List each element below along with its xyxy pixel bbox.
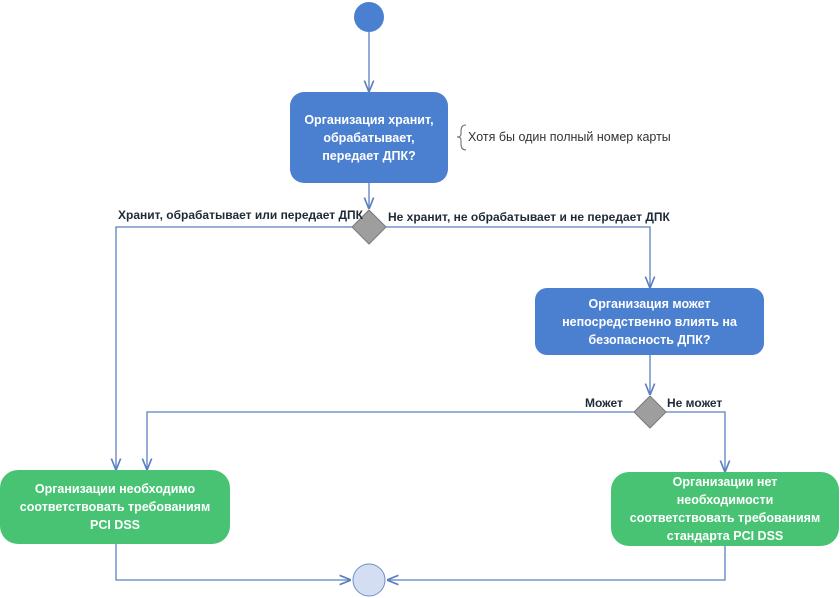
action-question-stores-label: Организация хранит, обрабатывает, переда… <box>304 112 434 163</box>
start-node <box>354 2 384 32</box>
edge-label-stores-yes: Хранит, обрабатывает или передает ДПК <box>118 208 364 222</box>
action-question-influence: Организация может непосредственно влиять… <box>535 288 764 355</box>
result-required-label: Организации необходимо соответствовать т… <box>19 482 211 532</box>
end-node <box>352 563 386 597</box>
edge-label-stores-no: Не хранит, не обрабатывает и не передает… <box>388 210 670 224</box>
edge-label-can: Может <box>585 396 623 410</box>
decision-stores <box>351 209 387 245</box>
result-not-required-label: Организации нет необходимости соответств… <box>629 475 821 543</box>
action-question-influence-label: Организация может непосредственно влиять… <box>562 296 737 347</box>
edge-decision1-no <box>386 226 650 287</box>
edge-decision2-cannot <box>666 411 725 471</box>
edge-result-right-to-end <box>388 545 726 580</box>
note-brace <box>456 124 467 151</box>
edge-label-cannot: Не может <box>667 396 723 410</box>
result-required: Организации необходимо соответствовать т… <box>0 470 230 544</box>
edge-decision2-can <box>147 411 634 469</box>
decision-influence <box>633 395 667 429</box>
action-question-stores: Организация хранит, обрабатывает, переда… <box>290 92 448 183</box>
note-card-number: Хотя бы один полный номер карты <box>468 130 671 144</box>
edge-decision1-yes <box>116 226 352 469</box>
edge-result-left-to-end <box>115 543 350 580</box>
result-not-required: Организации нет необходимости соответств… <box>611 472 839 546</box>
